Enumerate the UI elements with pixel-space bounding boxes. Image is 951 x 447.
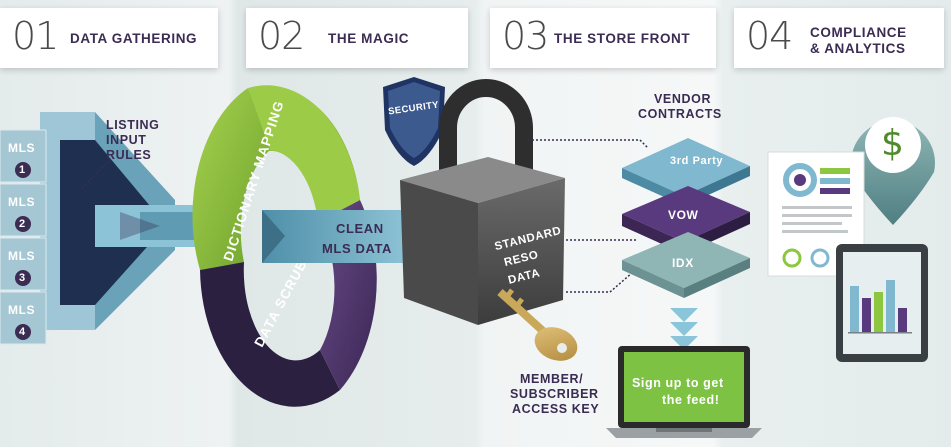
rules-label-line1: LISTING bbox=[106, 118, 160, 132]
laptop-text-line1: Sign up to get bbox=[632, 376, 724, 390]
layer-vow-label: VOW bbox=[668, 208, 699, 222]
mls-1-number: 1 bbox=[19, 164, 26, 176]
vendor-label-line2: CONTRACTS bbox=[638, 107, 722, 121]
laptop-icon bbox=[606, 346, 762, 438]
layer-leader-lines bbox=[528, 139, 649, 293]
mls-3-number: 3 bbox=[19, 272, 26, 284]
step-3-header: 03 THE STORE FRONT bbox=[490, 8, 716, 68]
step-2-title: THE MAGIC bbox=[328, 31, 410, 46]
dollar-pin-icon bbox=[851, 117, 935, 225]
contract-layers bbox=[622, 138, 750, 298]
layer-idx-label: IDX bbox=[672, 256, 694, 270]
key-label-line2: SUBSCRIBER bbox=[510, 387, 599, 401]
rules-label-line2: INPUT bbox=[106, 133, 147, 147]
report-document-icon bbox=[767, 151, 865, 277]
step-4-header: 04 COMPLIANCE & ANALYTICS bbox=[734, 8, 944, 68]
mls-1-label: MLS bbox=[8, 141, 36, 155]
mls-4-number: 4 bbox=[19, 326, 26, 338]
step-4-number: 04 bbox=[746, 14, 793, 58]
step-1-title: DATA GATHERING bbox=[70, 31, 198, 46]
mls-3-label: MLS bbox=[8, 249, 36, 263]
dollar-sign-icon: $ bbox=[881, 123, 904, 164]
step-2-number: 02 bbox=[258, 14, 305, 58]
laptop-text-line2: the feed! bbox=[662, 393, 720, 407]
clean-label-line2: MLS DATA bbox=[322, 241, 393, 256]
step-3-number: 03 bbox=[502, 14, 549, 58]
layer-3rd-party-label: 3rd Party bbox=[670, 155, 724, 167]
mls-stack bbox=[0, 129, 47, 345]
key-icon bbox=[497, 288, 578, 361]
vendor-label-line1: VENDOR bbox=[654, 92, 712, 106]
mls-4-label: MLS bbox=[8, 303, 36, 317]
rules-leader-line bbox=[81, 159, 111, 189]
step-2-header: 02 THE MAGIC bbox=[246, 8, 468, 68]
security-shield-icon bbox=[383, 77, 445, 166]
rules-label-line3: RULES bbox=[106, 148, 152, 162]
step-1-number: 01 bbox=[12, 14, 59, 58]
tablet-chart-icon bbox=[836, 244, 928, 362]
mls-2-label: MLS bbox=[8, 195, 36, 209]
step-4-title-line2: & ANALYTICS bbox=[810, 41, 906, 56]
lock-icon bbox=[400, 79, 565, 325]
step-4-title-line1: COMPLIANCE bbox=[810, 25, 907, 40]
step-3-title: THE STORE FRONT bbox=[554, 31, 691, 46]
step-1-header: 01 DATA GATHERING bbox=[0, 8, 218, 68]
key-label-line3: ACCESS KEY bbox=[512, 402, 600, 416]
mls-2-number: 2 bbox=[19, 218, 26, 230]
key-label-line1: MEMBER/ bbox=[520, 372, 584, 386]
feed-down-arrows bbox=[670, 308, 698, 350]
clean-label-line1: CLEAN bbox=[336, 221, 384, 236]
